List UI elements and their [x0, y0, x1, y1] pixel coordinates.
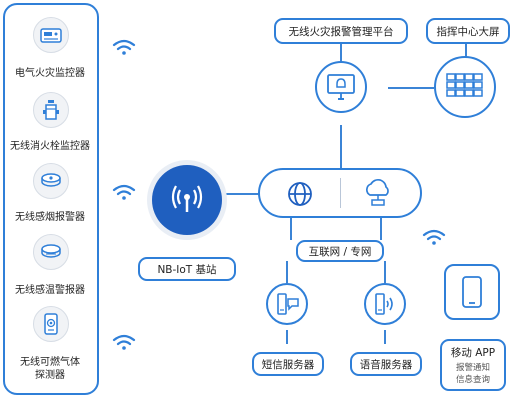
- connector-line: [465, 38, 467, 59]
- mobile-app-title: 移动 APP: [450, 347, 496, 359]
- monitor-alarm-icon: [315, 61, 367, 113]
- device-label-gas-line2: 探测器: [35, 370, 65, 381]
- fire-hydrant-monitor-icon: [33, 92, 69, 128]
- wifi-icon: [422, 229, 446, 245]
- network-divider: [340, 178, 341, 208]
- connector-line: [340, 125, 342, 168]
- device-label-smoke: 无线感烟报警器: [15, 212, 85, 223]
- connector-line: [388, 87, 434, 89]
- mobile-phone-icon: [444, 264, 500, 320]
- connector-line: [226, 193, 262, 195]
- sms-server-label: 短信服务器: [252, 352, 324, 376]
- gas-detector-icon: [33, 306, 69, 342]
- platform-label: 无线火灾报警管理平台: [274, 18, 408, 44]
- heat-alarm-icon: [33, 234, 69, 270]
- voice-server-icon: [364, 283, 406, 325]
- connector-line: [290, 218, 292, 240]
- device-label-hydrant: 无线消火栓监控器: [10, 141, 90, 152]
- device-panel: [3, 3, 99, 395]
- wifi-icon: [112, 39, 136, 55]
- sms-server-icon: [266, 283, 308, 325]
- voice-server-label: 语音服务器: [350, 352, 422, 376]
- cloud-server-icon: [362, 178, 394, 208]
- mobile-app-box: [440, 339, 506, 391]
- smoke-alarm-icon: [33, 163, 69, 199]
- base-station-label: NB-IoT 基站: [138, 257, 236, 281]
- connector-line: [286, 330, 288, 344]
- connector-line: [384, 330, 386, 344]
- globe-icon: [286, 180, 314, 208]
- command-screen-label: 指挥中心大屏: [426, 18, 510, 44]
- connector-line: [384, 261, 386, 283]
- mobile-app-line2: 信息查询: [455, 375, 490, 385]
- wifi-icon: [112, 184, 136, 200]
- device-label-gas-line1: 无线可燃气体: [20, 357, 80, 368]
- device-label-electrical-fire: 电气火灾监控器: [15, 68, 85, 79]
- device-label-heat: 无线感温警报器: [15, 285, 85, 296]
- connector-line: [380, 218, 382, 240]
- video-wall-icon: [434, 56, 496, 118]
- connector-line: [286, 261, 288, 283]
- network-label: 互联网 / 专网: [296, 240, 384, 262]
- electrical-fire-monitor-icon: [33, 17, 69, 53]
- base-station-antenna-icon: [152, 165, 222, 235]
- wifi-icon: [112, 334, 136, 350]
- mobile-app-line1: 报警通知: [455, 363, 490, 373]
